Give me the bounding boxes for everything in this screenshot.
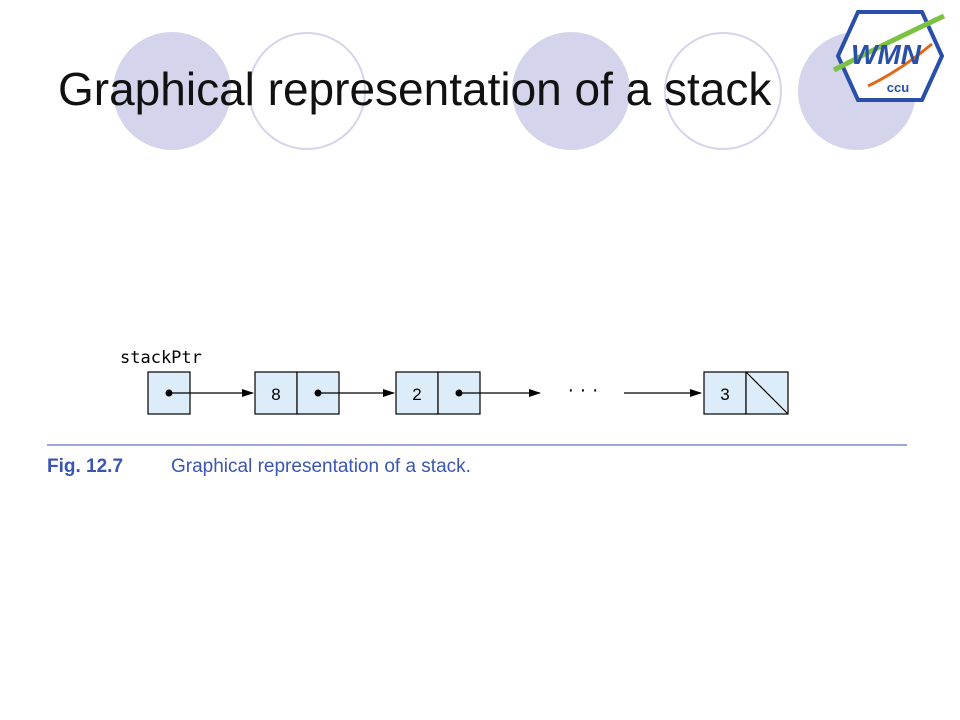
stack-node: 3 [703,371,789,415]
logo-main-text: WMN [851,39,922,70]
decorative-circle [113,32,231,150]
node-value: 2 [412,385,421,404]
node-data-cell [254,371,298,415]
caption-divider [47,444,907,446]
figure-number: Fig. 12.7 [47,456,124,477]
logo-sub-text: ccu [887,80,909,95]
decorative-circle [248,32,366,150]
figure-caption-text: Graphical representation of a stack. [171,456,471,477]
node-value: 3 [720,385,729,404]
node-value: 8 [271,385,280,404]
slide-title: Graphical representation of a stack [58,63,772,115]
null-pointer-slash [745,371,789,415]
stack-pointer-label: stackPtr [120,348,202,368]
decorative-circle [512,32,630,150]
figure-caption: Fig. 12.7 Graphical representation of a s… [47,456,471,478]
ellipsis: · · · [567,379,598,401]
decorative-circle [664,32,782,150]
wmn-ccu-logo: WMN ccu [832,10,946,102]
